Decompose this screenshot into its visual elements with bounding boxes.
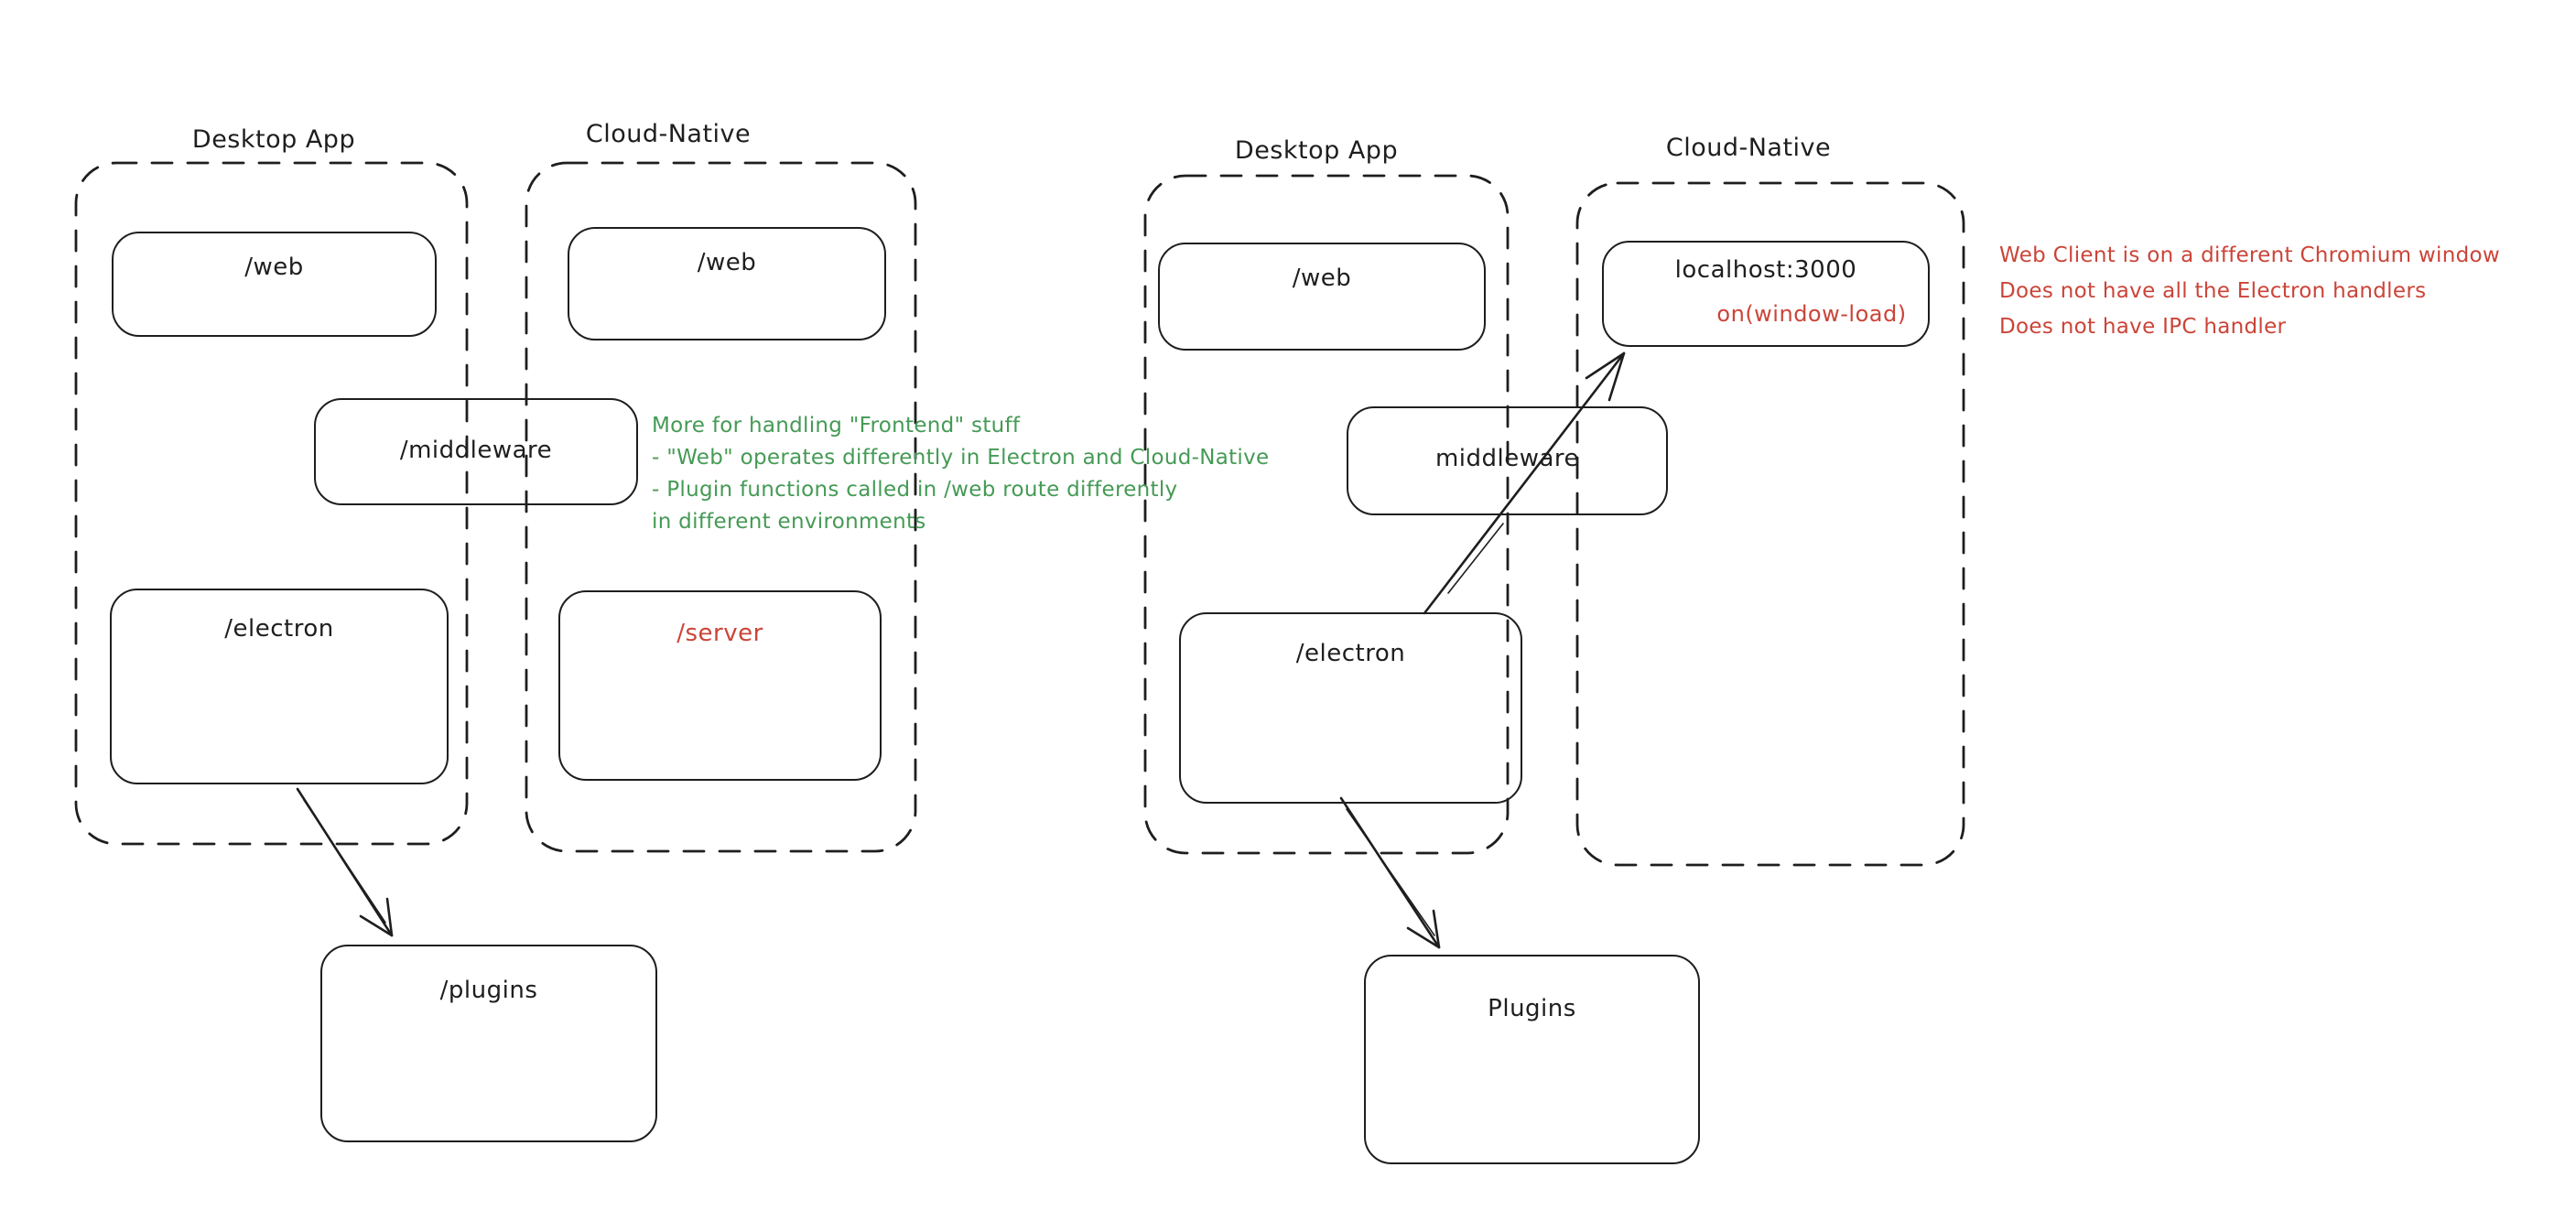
middleware-box-right-label: middleware [1434,445,1580,472]
plugins-box-left[interactable]: /plugins [320,945,657,1142]
red-note[interactable]: Web Client is on a different Chromium wi… [1999,243,2500,351]
electron-box-left[interactable]: /electron [110,589,449,784]
web-box-left-cloud[interactable]: /web [568,227,886,340]
cloud-native-label-right[interactable]: Cloud-Native [1665,134,1832,162]
plugins-box-left-label: /plugins [439,977,538,1004]
middleware-box-left[interactable]: /middleware [314,398,638,505]
server-box-left-label: /server [676,620,763,647]
web-box-right-label: /web [1292,265,1352,292]
plugins-box-right[interactable]: Plugins [1364,955,1700,1164]
cloud-native-container-right[interactable] [1575,181,1965,867]
cloud-native-container-left[interactable] [525,161,917,853]
electron-box-left-label: /electron [224,615,334,643]
arrow-electron-to-localhost[interactable] [1423,351,1626,615]
green-note-line: in different environments [652,510,926,534]
arrow-electron-to-plugins-left[interactable] [296,787,394,937]
web-box-left-desktop-label: /web [244,254,304,281]
desktop-app-label-left[interactable]: Desktop App [191,125,356,154]
middleware-box-left-label: /middleware [399,437,553,464]
arrow-electron-to-plugins-right[interactable] [1339,796,1441,949]
localhost-box[interactable]: localhost:3000 on(window-load) [1602,241,1930,347]
green-note-line: - Plugin functions called in /web route … [652,478,1178,502]
localhost-box-title: localhost:3000 [1674,256,1857,284]
green-note-line: More for handling "Frontend" stuff [652,414,1021,438]
red-note-line: Does not have all the Electron handlers [1999,279,2427,303]
red-note-line: Does not have IPC handler [1999,315,2287,339]
middleware-box-right[interactable]: middleware [1347,406,1668,515]
web-box-left-desktop[interactable]: /web [112,232,437,337]
localhost-box-subtitle: on(window-load) [1716,301,1907,327]
web-box-left-cloud-label: /web [697,249,757,276]
cloud-native-label-left[interactable]: Cloud-Native [585,120,752,148]
desktop-app-label-right[interactable]: Desktop App [1234,136,1399,165]
web-box-right[interactable]: /web [1158,243,1486,351]
server-box-left[interactable]: /server [558,590,882,781]
plugins-box-right-label: Plugins [1488,995,1576,1022]
red-note-line: Web Client is on a different Chromium wi… [1999,243,2500,267]
green-note[interactable]: More for handling "Frontend" stuff - "We… [652,414,1269,542]
desktop-app-container-left[interactable] [74,161,469,846]
green-note-line: - "Web" operates differently in Electron… [652,446,1270,470]
electron-box-right-label: /electron [1295,640,1406,667]
electron-box-right[interactable]: /electron [1179,612,1522,804]
